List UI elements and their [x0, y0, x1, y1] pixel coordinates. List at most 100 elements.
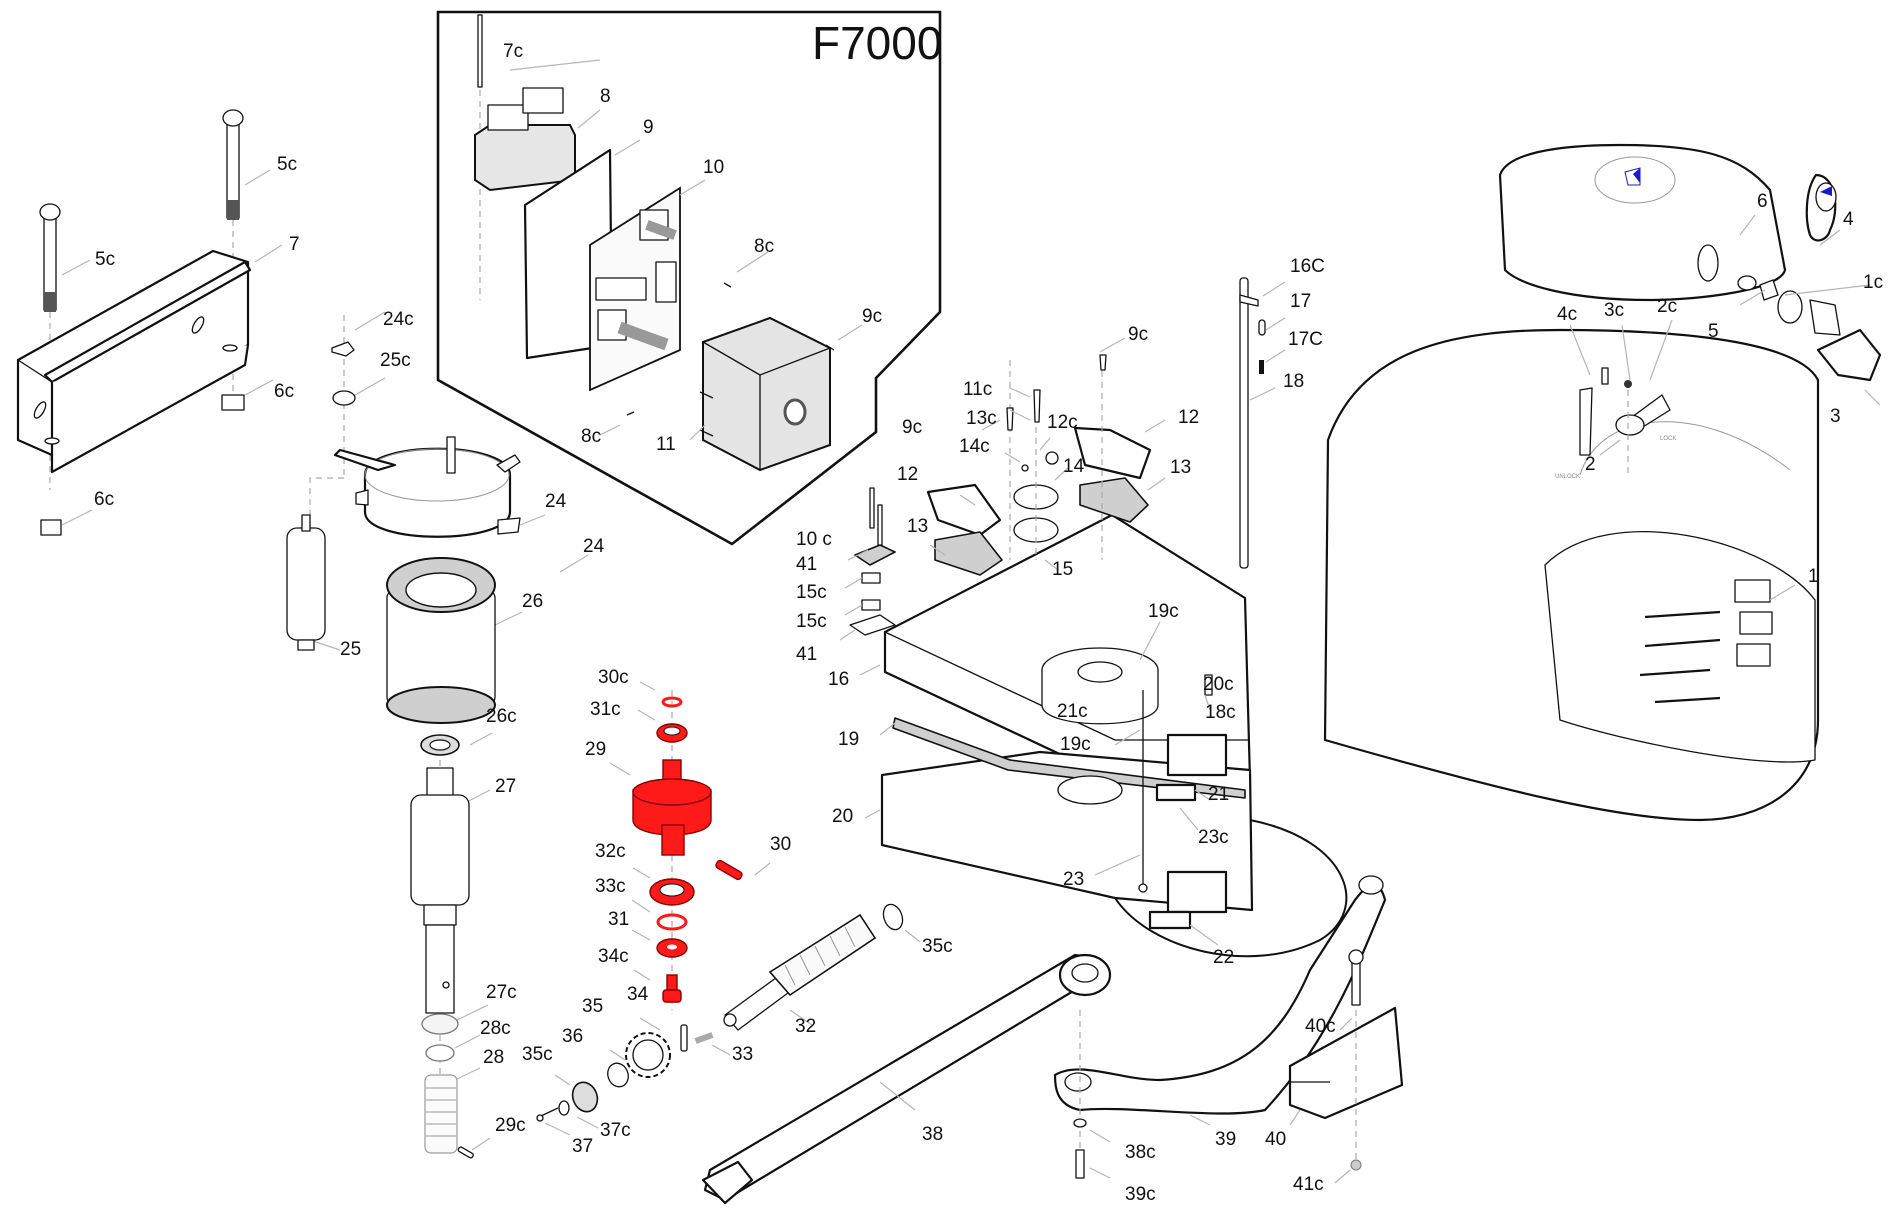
part-labels: 5c 5c 7 6c 6c 24c 25c 24 24 25 26 26c 27… — [94, 41, 1883, 1205]
part-label: 31c — [590, 699, 621, 720]
control-electronics — [474, 14, 863, 472]
motor-group — [286, 315, 521, 1159]
part-label: 12 — [897, 464, 918, 485]
part-label: 25 — [340, 639, 361, 660]
part-label: 1 — [1808, 566, 1819, 587]
part-label: 6 — [1757, 191, 1768, 212]
worm-pinion-group — [536, 903, 921, 1136]
part-label: 11c — [963, 379, 992, 400]
part-label: 24 — [545, 491, 567, 512]
part-label: 29 — [585, 739, 606, 760]
part-label: 37c — [600, 1120, 631, 1141]
part-label: 22 — [1213, 947, 1234, 968]
part-label: 34 — [627, 984, 649, 1005]
part-label: 6c — [94, 489, 114, 510]
highlighted-gear-assembly — [609, 681, 771, 1010]
part-label: 9c — [902, 417, 922, 438]
part-label: 33 — [732, 1044, 753, 1065]
part-label: 29c — [495, 1115, 526, 1136]
part-label: 32 — [795, 1016, 816, 1037]
part-label: 5 — [1708, 321, 1719, 342]
part-label: 4c — [1557, 304, 1577, 325]
part-label: 33c — [595, 876, 626, 897]
part-label: 31 — [608, 909, 629, 930]
part-label: 18c — [1205, 702, 1236, 723]
part-label: 27c — [486, 982, 517, 1003]
control-box-callout: F7000 — [436, 10, 942, 546]
part-label: 20 — [832, 806, 853, 827]
part-label: 41 — [796, 644, 817, 665]
part-label: 3c — [1604, 300, 1624, 321]
part-label: 36 — [562, 1026, 583, 1047]
unlock-marking: UNLOCK — [1555, 474, 1580, 480]
part-label: 38 — [922, 1124, 943, 1145]
part-label: 19 — [838, 729, 859, 750]
mounting-bracket — [16, 109, 252, 536]
part-label: 8c — [581, 426, 601, 447]
model-title: F7000 — [812, 17, 942, 69]
part-label: 30 — [770, 834, 791, 855]
part-label: 37 — [572, 1136, 593, 1157]
part-label: 26 — [522, 591, 543, 612]
part-label: 2 — [1585, 454, 1596, 475]
part-label: 19c — [1060, 734, 1091, 755]
part-label: 19c — [1148, 601, 1179, 622]
part-label: 7c — [503, 41, 523, 62]
part-label: 24 — [583, 536, 605, 557]
part-label: 20c — [1203, 674, 1234, 695]
part-label: 6c — [274, 381, 294, 402]
part-label: 16C — [1290, 256, 1325, 277]
part-label: 21c — [1057, 701, 1088, 722]
part-label: 24c — [383, 309, 414, 330]
part-label: 15 — [1052, 559, 1073, 580]
part-label: 13 — [1170, 457, 1191, 478]
part-label: 13 — [907, 516, 928, 537]
part-label: 28c — [480, 1018, 511, 1039]
part-label: 30c — [598, 667, 629, 688]
part-label: 35c — [922, 936, 953, 957]
part-label: 34c — [598, 946, 629, 967]
part-label: 17 — [1290, 291, 1311, 312]
lock-marking: LOCK — [1660, 436, 1676, 442]
part-label: 18 — [1283, 371, 1304, 392]
part-label: 15c — [796, 611, 827, 632]
part-label: 25c — [380, 350, 411, 371]
part-label: 23c — [1198, 827, 1229, 848]
part-label: 14 — [1063, 456, 1085, 477]
base-plate-group — [839, 337, 1348, 958]
part-label: 9 — [643, 117, 654, 138]
part-label: 39 — [1215, 1129, 1236, 1150]
release-rod — [1239, 277, 1286, 569]
part-label: 41c — [1293, 1174, 1324, 1195]
part-label: 13c — [966, 408, 997, 429]
part-label: 35 — [582, 996, 603, 1017]
part-label: 10 c — [796, 529, 832, 550]
part-label: 41 — [796, 554, 817, 575]
part-label: 14c — [959, 436, 990, 457]
part-label: 40 — [1265, 1129, 1286, 1150]
part-label: 8 — [600, 86, 611, 107]
part-label: 4 — [1843, 209, 1854, 230]
housing-group: UNLOCK LOCK — [1323, 143, 1882, 822]
part-label: 28 — [483, 1047, 504, 1068]
part-label: 15c — [796, 582, 827, 603]
part-label: 9c — [862, 306, 882, 327]
part-label: 1c — [1863, 272, 1883, 293]
part-label: 7 — [289, 234, 300, 255]
part-label: 9c — [1128, 324, 1148, 345]
part-label: 5c — [277, 154, 297, 175]
part-label: 17C — [1288, 329, 1323, 350]
part-label: 23 — [1063, 869, 1084, 890]
part-label: 11 — [656, 434, 676, 455]
part-label: 38c — [1125, 1142, 1156, 1163]
part-label: 32c — [595, 841, 626, 862]
part-label: 8c — [754, 236, 774, 257]
part-label: 10 — [703, 157, 724, 178]
part-label: 16 — [828, 669, 849, 690]
part-label: 21 — [1208, 784, 1229, 805]
part-label: 39c — [1125, 1184, 1156, 1205]
part-label: 5c — [95, 249, 115, 270]
part-label: 26c — [486, 706, 517, 727]
part-label: 12c — [1047, 412, 1078, 433]
